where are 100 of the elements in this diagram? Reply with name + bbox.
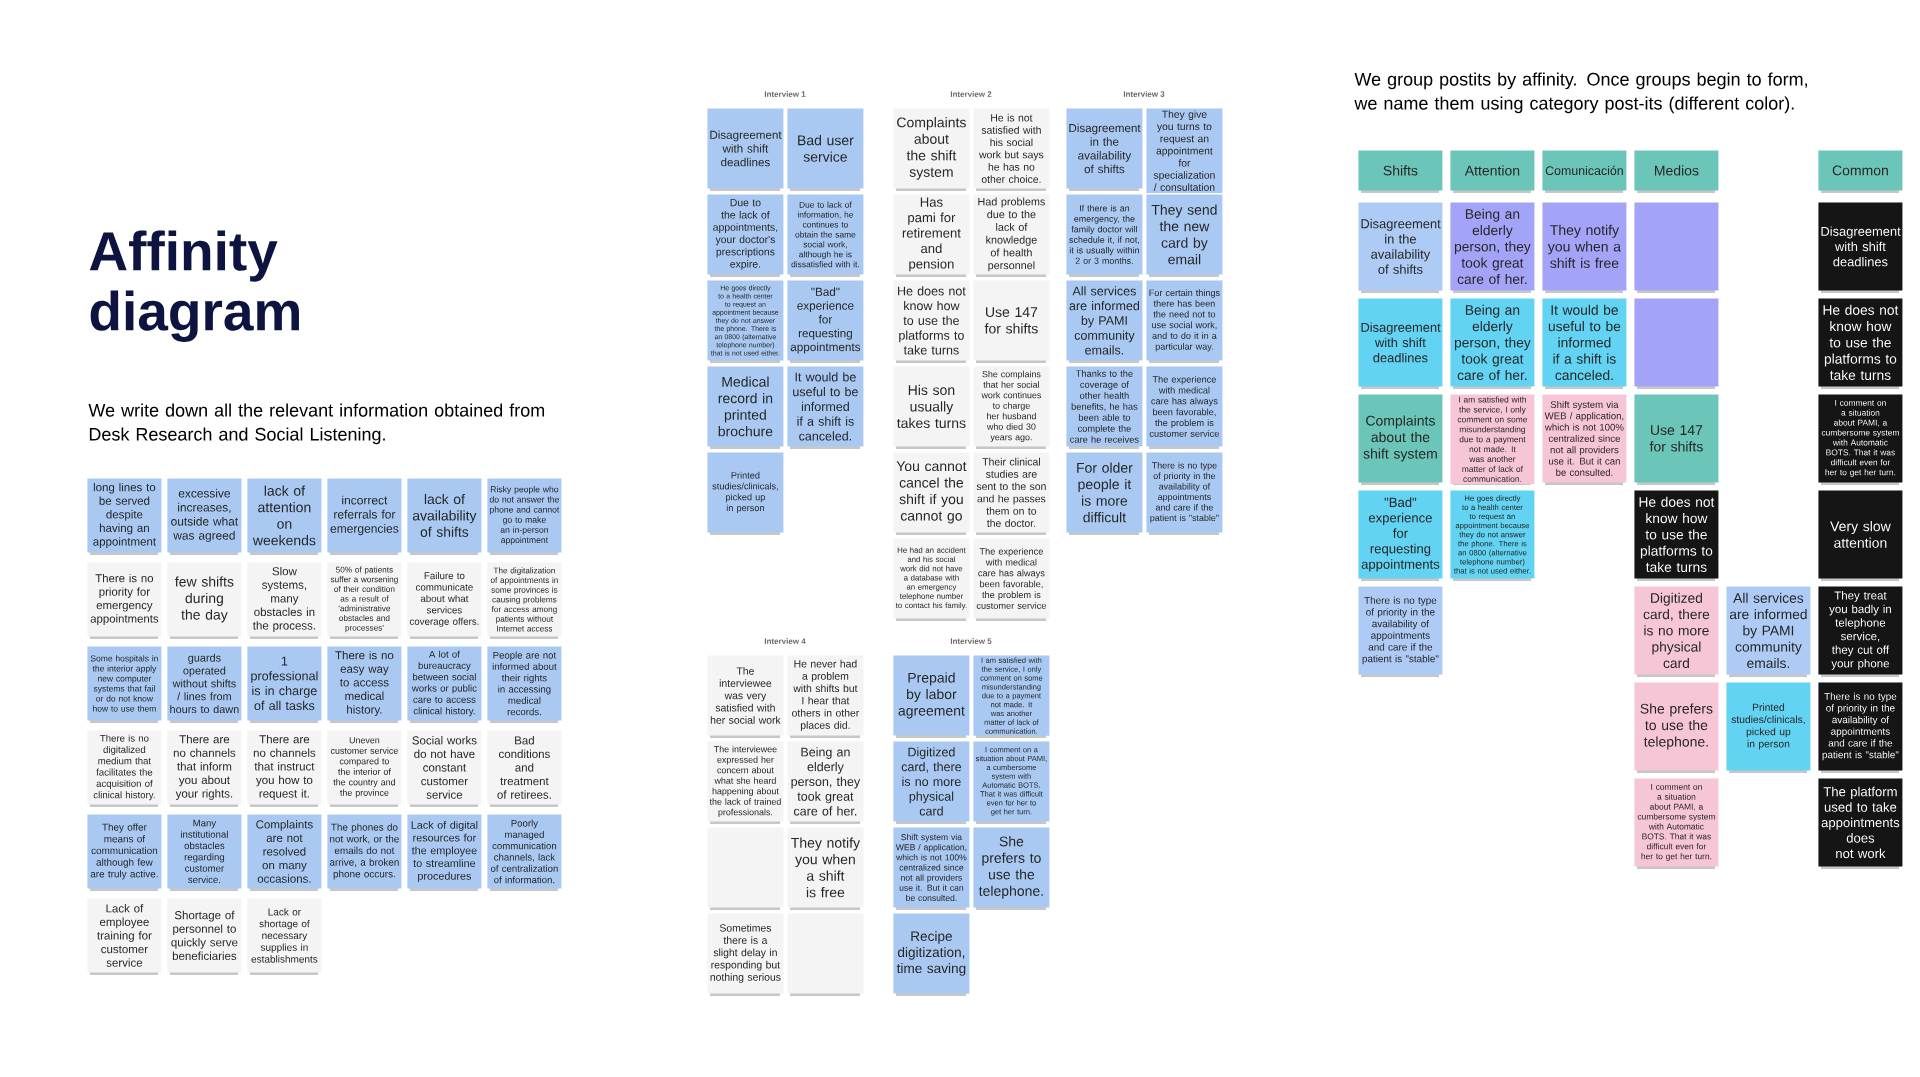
sticky-note: They treat you badly in telephone service, they cut off your phone — [1818, 586, 1903, 677]
sticky-note: There is no type of priority in the availability of appointments and care if the patient is "stable" — [1358, 586, 1443, 677]
sticky-note: Thanks to the coverage of other health benefits, he has been able to complete the care he receives — [1066, 366, 1143, 449]
sticky-note: The experience with medical care has always been favorable, the problem is customer service — [973, 538, 1050, 621]
sticky-note: Very slow attention — [1818, 490, 1903, 581]
sticky-note: The experience with medical care has always been favorable, the problem is customer service — [1146, 366, 1223, 449]
sticky-note: excessive increases, outside what was agreed — [167, 478, 242, 555]
sticky-note: She prefers to use the telephone. — [1634, 682, 1719, 773]
sticky-note: Complaints are not resolved on many occasions. — [247, 814, 322, 891]
sticky-note: Use 147 for shifts — [973, 280, 1050, 363]
sticky-note: "Bad" experience for requesting appointments — [1358, 490, 1443, 581]
sticky-note: 1 professional is in charge of all tasks — [247, 646, 322, 723]
sticky-note: The digitalization of appointments in some provinces is causing problems for access among patients without Internet access — [487, 562, 562, 639]
sticky-note: Lack of employee training for customer service — [87, 898, 162, 975]
sticky-note: He does not know how to use the platforms to take turns — [893, 280, 970, 363]
sticky-note: Disagreement with shift deadlines — [707, 108, 784, 191]
sticky-note: He is not satisfied with his social work but says he has no other choice. — [973, 108, 1050, 191]
interview-heading: Interview 3 — [1123, 91, 1165, 97]
sticky-note: Shortage of personnel to quickly serve beneficiaries — [167, 898, 242, 975]
sticky-note: The platform used to take appointments does not work — [1818, 778, 1903, 869]
sticky-note: They send the new card by email — [1146, 194, 1223, 277]
sticky-note: Digitized card, there is no more physical card — [1634, 586, 1719, 677]
sticky-note: There is no type of priority in the availability of appointments and care if the patient is "stable" — [1146, 452, 1223, 535]
sticky-note: Being an elderly person, they took great care of her. — [787, 741, 864, 824]
sticky-note: Complaints about the shift system — [1358, 394, 1443, 485]
sticky-note: 50% of patients suffer a worsening of their condition as a result of 'administrative obstacles and processes' — [327, 562, 402, 639]
sticky-note: She prefers to use the telephone. — [973, 827, 1050, 910]
sticky-note: His son usually takes turns — [893, 366, 970, 449]
sticky-note: She complains that her social work continues to charge her husband who died 30 years ago. — [973, 366, 1050, 449]
sticky-note: few shifts during the day — [167, 562, 242, 639]
sticky-note: Due to the lack of appointments, your doctor's prescriptions expire. — [707, 194, 784, 277]
sticky-note: long lines to be served despite having an appointment — [87, 478, 162, 555]
sticky-note: They notify you when a shift is free — [1542, 202, 1627, 293]
sticky-note: There are no channels that instruct you how to request it. — [247, 730, 322, 807]
sticky-note: I am satisfied with the service, I only comment on some misunderstanding due to a payment not made. It was another matter of lack of communication. — [1450, 394, 1535, 485]
sticky-note: Bad user service — [787, 108, 864, 191]
sticky-note: Disagreement with shift deadlines — [1358, 298, 1443, 389]
sticky-note: Bad conditions and treatment of retirees. — [487, 730, 562, 807]
sticky-note: There is no digitalized medium that facilitates the acquisition of clinical history. — [87, 730, 162, 807]
sticky-note: incorrect referrals for emergencies — [327, 478, 402, 555]
sticky-note: You cannot cancel the shift if you cannot go — [893, 452, 970, 535]
sticky-note: I comment on a situation about PAMI, a cumbersome system with Automatic BOTS. That it was difficult even for her to get her turn. — [1818, 394, 1903, 485]
sticky-note: Uneven customer service compared to the interior of the country and the province — [327, 730, 402, 807]
sticky-note: Sometimes there is a slight delay in responding but nothing serious — [707, 913, 784, 996]
sticky-note: Use 147 for shifts — [1634, 394, 1719, 485]
sticky-note: Failure to communicate about what services coverage offers. — [407, 562, 482, 639]
category-note: Attention — [1450, 150, 1535, 193]
sticky-note: "Bad" experience for requesting appointments — [787, 280, 864, 363]
sticky-note: Social works do not have constant customer service — [407, 730, 482, 807]
category-note: Common — [1818, 150, 1903, 193]
sticky-note: There is no easy way to access medical history. — [327, 646, 402, 723]
sticky-note: Poorly managed communication channels, lack of centralization of information. — [487, 814, 562, 891]
title: Affinity diagram — [89, 230, 299, 342]
sticky-note: lack of availability of shifts — [407, 478, 482, 555]
interview-heading: Interview 4 — [764, 638, 806, 644]
sticky-note — [707, 827, 784, 910]
sticky-note: Had problems due to the lack of knowledge of health personnel — [973, 194, 1050, 277]
category-note: Shifts — [1358, 150, 1443, 193]
sticky-note: Disagreement in the availability of shifts — [1358, 202, 1443, 293]
sticky-note: They offer means of communication although few are truly active. — [87, 814, 162, 891]
sticky-note: The interviewee expressed her concern about what she heard happening about the lack of trained professionals. — [707, 741, 784, 824]
sticky-note: Many institutional obstacles regarding customer service. — [167, 814, 242, 891]
sticky-note: Disagreement with shift deadlines — [1818, 202, 1903, 293]
sticky-note: Printed studies/clinicals, picked up in person — [707, 452, 784, 535]
sticky-note: It would be useful to be informed if a shift is canceled. — [787, 366, 864, 449]
sticky-note: Risky people who do not answer the phone and cannot go to make an in-person appointment — [487, 478, 562, 555]
sticky-note: There is no type of priority in the availability of appointments and care if the patient is "stable" — [1818, 682, 1903, 773]
sticky-note: There are no channels that inform you about your rights. — [167, 730, 242, 807]
sticky-note: For older people it is more difficult — [1066, 452, 1143, 535]
sticky-note: They give you turns to request an appointment for specialization / consultation — [1146, 108, 1223, 193]
sticky-note: It would be useful to be informed if a shift is canceled. — [1542, 298, 1627, 389]
sticky-note: Some hospitals in the interior apply new computer systems that fail or do not know how to use them — [87, 646, 162, 723]
sticky-note: Shift system via WEB / application, which is not 100% centralized since not all providers use it. But it can be consulted. — [893, 827, 970, 910]
sticky-note: Has pami for retirement and pension — [893, 194, 970, 277]
category-note: Comunicación — [1542, 150, 1627, 193]
sticky-note: I comment on a situation about PAMI, a cumbersome system with Automatic BOTS. That it was difficult even for her to get her turn. — [1634, 778, 1719, 869]
sticky-note: All services are informed by PAMI community emails. — [1726, 586, 1811, 677]
sticky-note: lack of attention on weekends — [247, 478, 322, 555]
sticky-note: Printed studies/clinicals, picked up in person — [1726, 682, 1811, 773]
sticky-note: Lack of digital resources for the employee to streamline procedures — [407, 814, 482, 891]
sticky-note: The phones do not work, or the emails do not arrive, a broken phone occurs. — [327, 814, 402, 891]
category-note: Medios — [1634, 150, 1719, 193]
sticky-note: Digitized card, there is no more physical card — [893, 741, 970, 824]
sticky-note: For certain things there has been the need not to use social work, and to do it in a particular way. — [1146, 280, 1223, 363]
sticky-note: Lack or shortage of necessary supplies in establishments — [247, 898, 322, 975]
sticky-note: A lot of bureaucracy between social works or public care to access clinical history. — [407, 646, 482, 723]
interview-heading: Interview 1 — [764, 91, 806, 97]
sticky-note: He does not know how to use the platforms to take turns — [1818, 298, 1903, 389]
sticky-note — [1634, 298, 1719, 389]
sticky-note — [1634, 202, 1719, 293]
sticky-note: Prepaid by labor agreement — [893, 655, 970, 738]
sticky-note: Shift system via WEB / application, which is not 100% centralized since not all providers use it. But it can be consulted. — [1542, 394, 1627, 485]
interview-heading: Interview 2 — [950, 91, 992, 97]
sticky-note: All services are informed by PAMI community emails. — [1066, 280, 1143, 363]
sticky-note: The interviewee was very satisfied with her social work — [707, 655, 784, 738]
description-text: We group postits by affinity. Once groups begin to form, we name them using category post-its (different color). — [1354, 72, 1807, 114]
sticky-note: He does not know how to use the platforms to take turns — [1634, 490, 1719, 581]
sticky-note: Due to lack of information, he continues to obtain the same social work, although he is dissatisfied with it. — [787, 194, 864, 277]
description-text: We write down all the relevant information obtained from Desk Research and Social Listening. — [88, 403, 544, 445]
sticky-note: Slow systems, many obstacles in the process. — [247, 562, 322, 639]
